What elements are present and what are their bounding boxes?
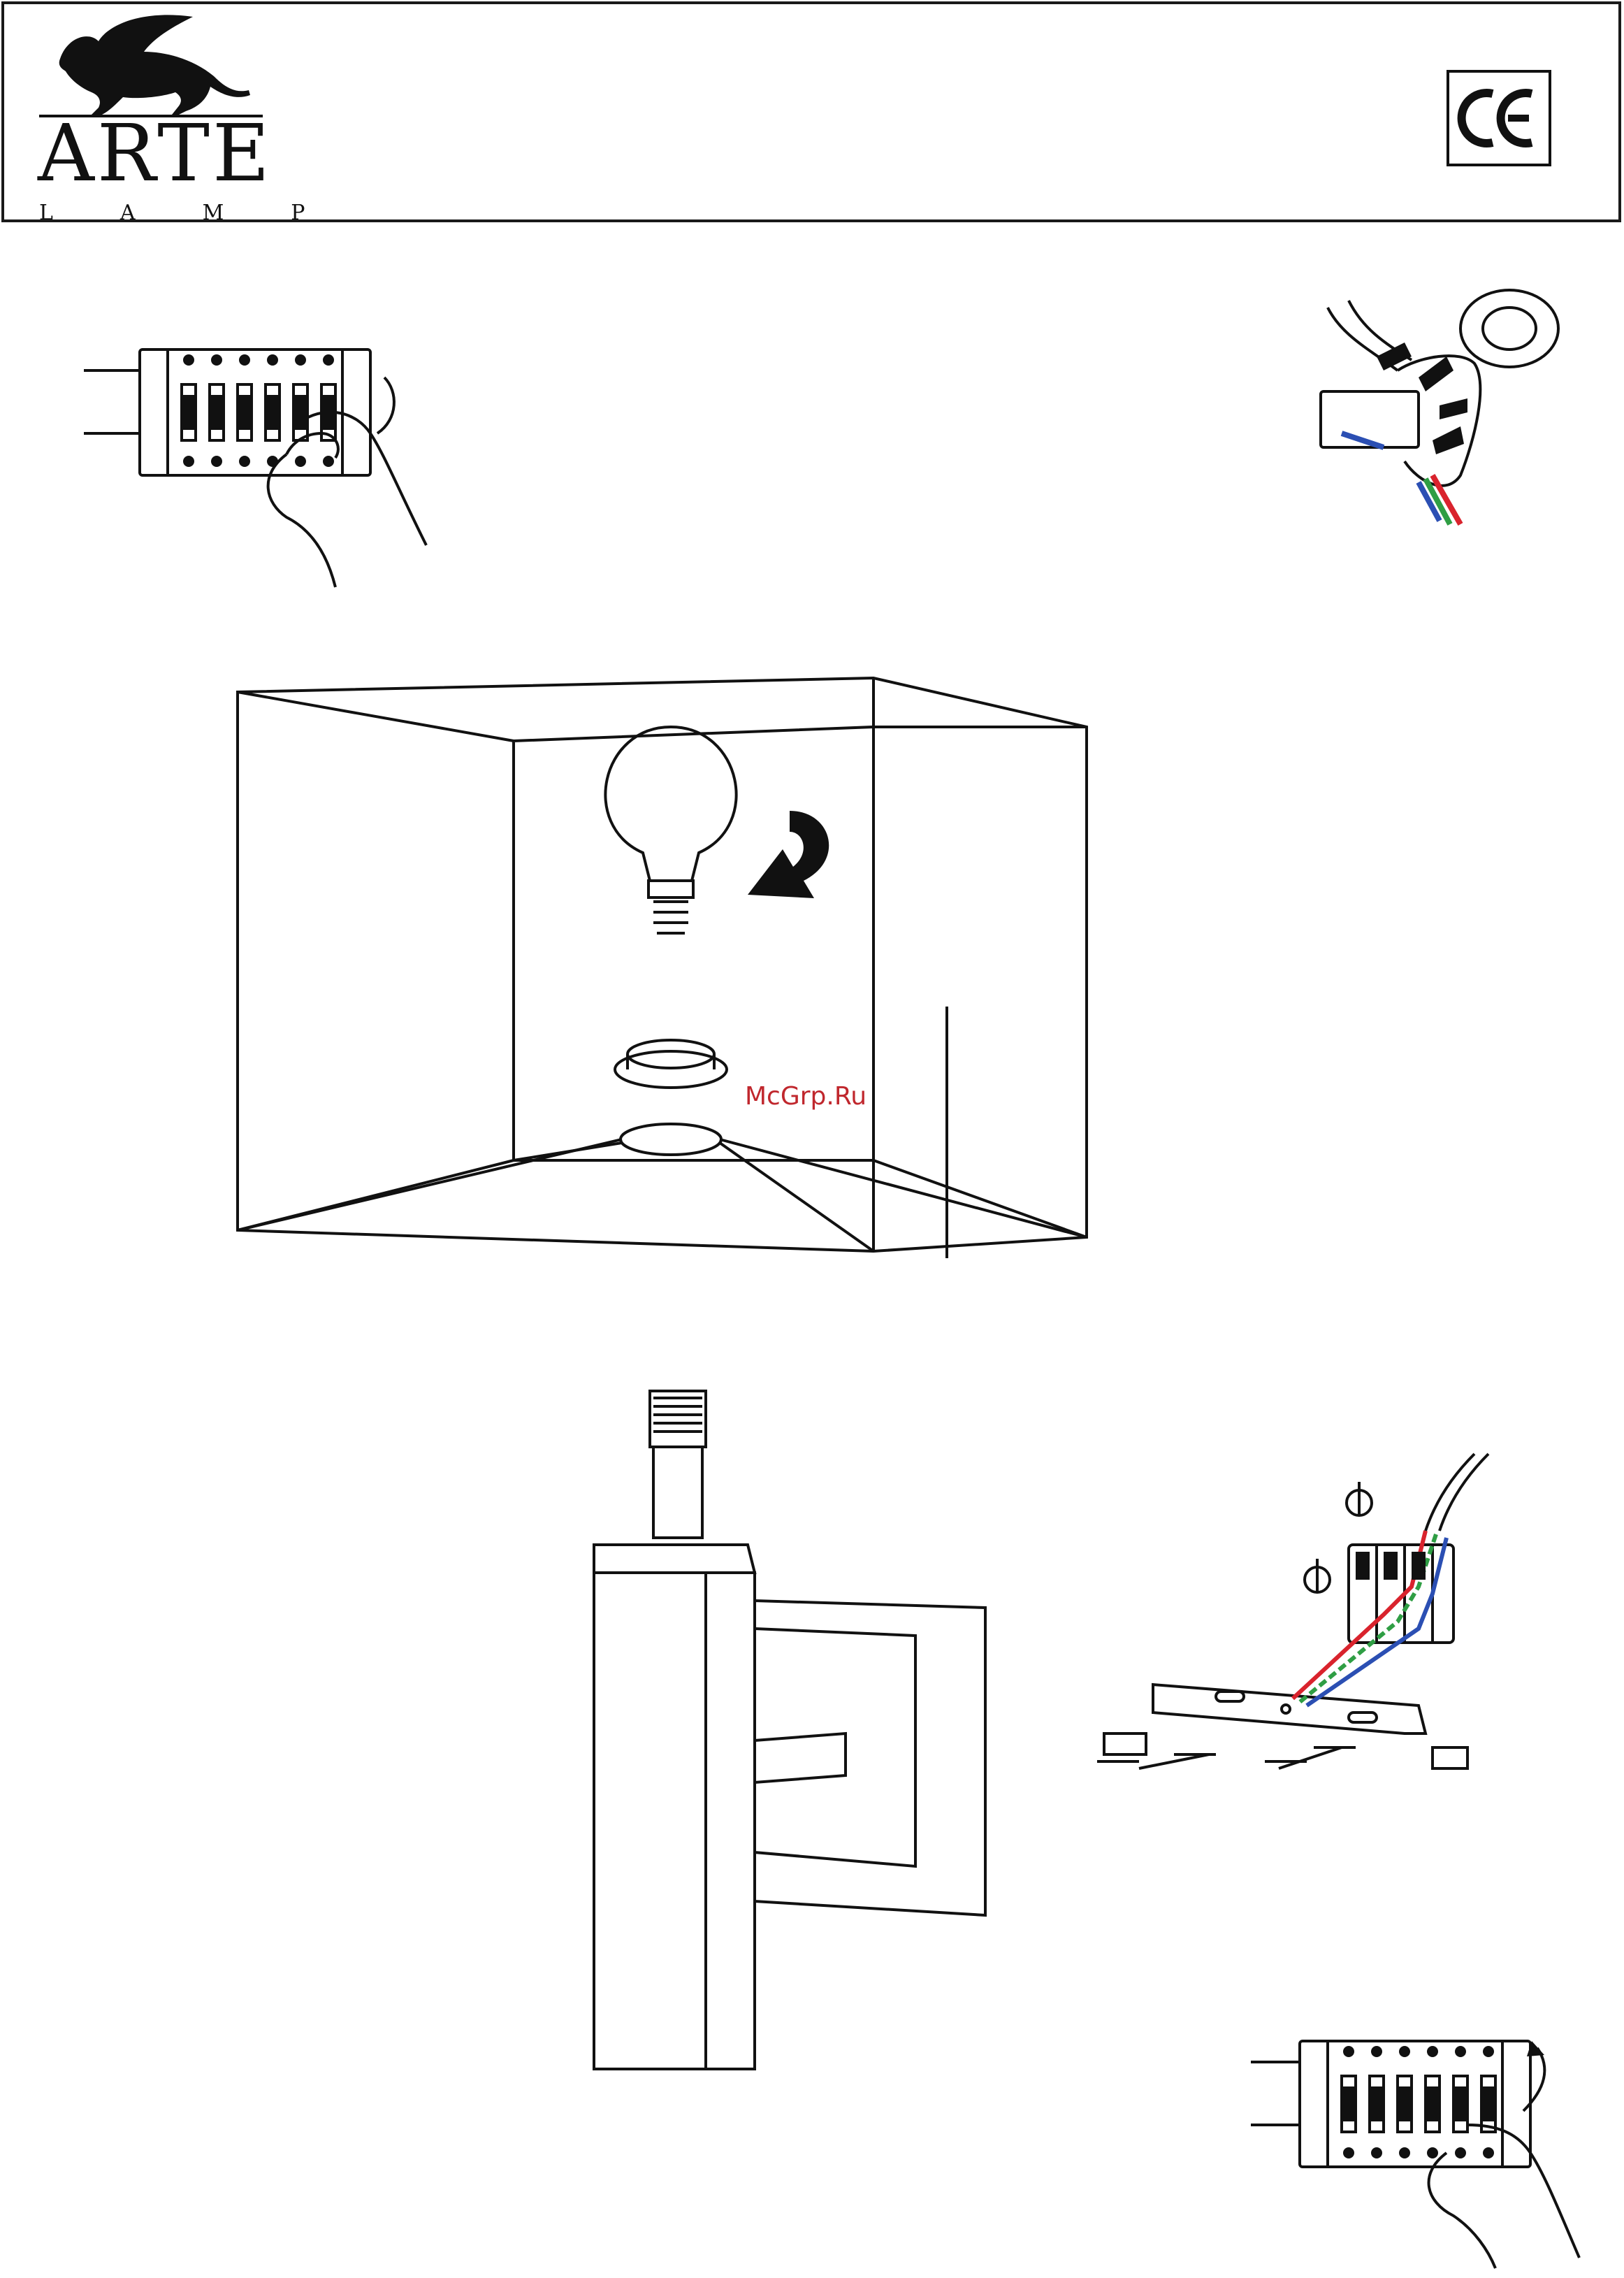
wall-lamp-body-icon [587,1384,999,2083]
switch-off-hand-icon [77,336,440,594]
page-header: ARTE LAMP CE [1,1,1621,222]
lampshade-bulb-install-icon [231,671,1104,1258]
winged-lion-logo-icon [32,10,270,122]
switch-on-hand-icon [1244,2027,1593,2272]
insulation-tape-icon [1300,280,1593,552]
watermark-text: McGrp.Ru [745,1082,867,1111]
ce-mark-box: CE [1447,70,1551,166]
brand-subtitle: LAMP [39,203,372,224]
mounting-bracket-wiring-icon [1083,1440,1502,1796]
brand-name: ARTE [38,115,273,193]
ce-mark-icon [1449,73,1549,164]
